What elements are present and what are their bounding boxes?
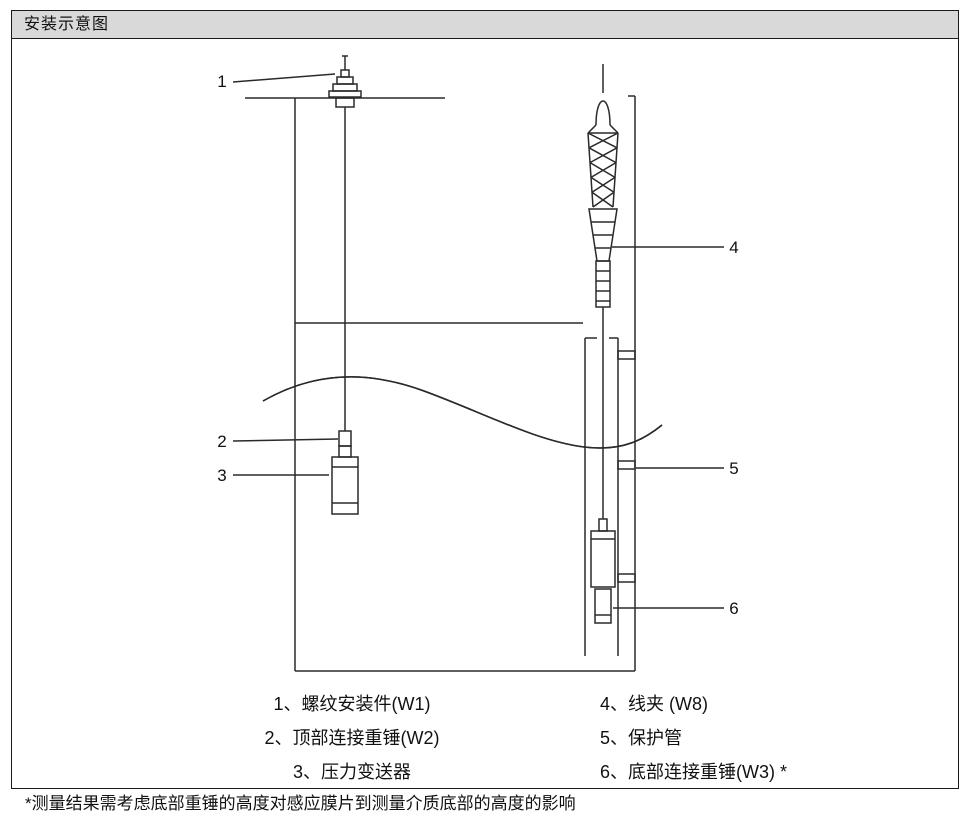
pipe-clamp: [617, 350, 636, 360]
break-wave-mask: [262, 376, 663, 449]
break-wave: [262, 376, 663, 449]
callout-3: 3: [217, 466, 226, 485]
mount-cap: [340, 69, 350, 78]
mount-body: [336, 76, 354, 85]
callout-6: 6: [729, 599, 738, 618]
cable-grip-drawing: [587, 64, 619, 308]
legend-item-6: 6、底部连接重锤(W3) *: [600, 762, 788, 782]
legend-item-5: 5、保护管: [600, 728, 683, 748]
mount-nut: [335, 97, 355, 108]
callout-5: 5: [729, 459, 738, 478]
bottom-unit-neck: [598, 518, 608, 532]
transmitter-neck: [338, 445, 352, 458]
installation-panel: 安装示意图: [11, 10, 959, 789]
callout-1: 1: [217, 72, 226, 91]
grip-eye-loop: [595, 100, 611, 126]
transmitter-body: [331, 456, 359, 515]
mount-flange: [328, 90, 362, 98]
installation-diagram: 1 2 3 4 5 6: [217, 55, 739, 672]
bottom-unit-body: [590, 530, 616, 588]
threaded-mount-drawing: [328, 55, 362, 108]
legend-item-1: 1、螺纹安装件(W1): [273, 694, 431, 714]
pipe-clamp: [617, 573, 636, 583]
legend-column-left: 1、螺纹安装件(W1) 2、顶部连接重锤(W2) 3、压力变送器: [177, 687, 527, 789]
diagram-area: 1 2 3 4 5 6 1、螺纹安装件(W1) 2、顶部连接重锤(W2) 3、压…: [12, 39, 958, 788]
callout-2: 2: [217, 432, 226, 451]
pipe-clamp: [617, 460, 636, 470]
grip-stem: [595, 260, 611, 308]
transmitter-drawing: [331, 445, 359, 515]
legend-item-4: 4、线夹 (W8): [600, 694, 708, 714]
top-weight-drawing: [338, 430, 352, 447]
grip-splay-left: [587, 124, 597, 134]
bottom-weight-transmitter-drawing: [590, 518, 616, 624]
footnote: *测量结果需考虑底部重锤的高度对感应膜片到测量介质底部的高度的影响: [25, 794, 576, 813]
bottom-weight: [594, 588, 612, 624]
break-wave-line: [262, 376, 663, 449]
leader-line-1: [232, 73, 336, 83]
legend-item-2: 2、顶部连接重锤(W2): [264, 728, 440, 748]
section-title: 安装示意图: [24, 16, 110, 33]
protection-pipe-drawing: [584, 337, 636, 656]
section-header: 安装示意图: [12, 11, 958, 39]
legend: 1、螺纹安装件(W1) 2、顶部连接重锤(W2) 3、压力变送器 4、线夹 (W…: [12, 687, 958, 789]
callout-4: 4: [729, 238, 738, 257]
grip-mesh-lattice: [587, 132, 619, 208]
grip-splay-right: [609, 124, 619, 134]
legend-item-3: 3、压力变送器: [292, 762, 411, 782]
mount-hex: [332, 83, 358, 92]
legend-column-right: 4、线夹 (W8) 5、保护管 6、底部连接重锤(W3) *: [600, 687, 787, 789]
leader-line-2: [232, 438, 339, 442]
